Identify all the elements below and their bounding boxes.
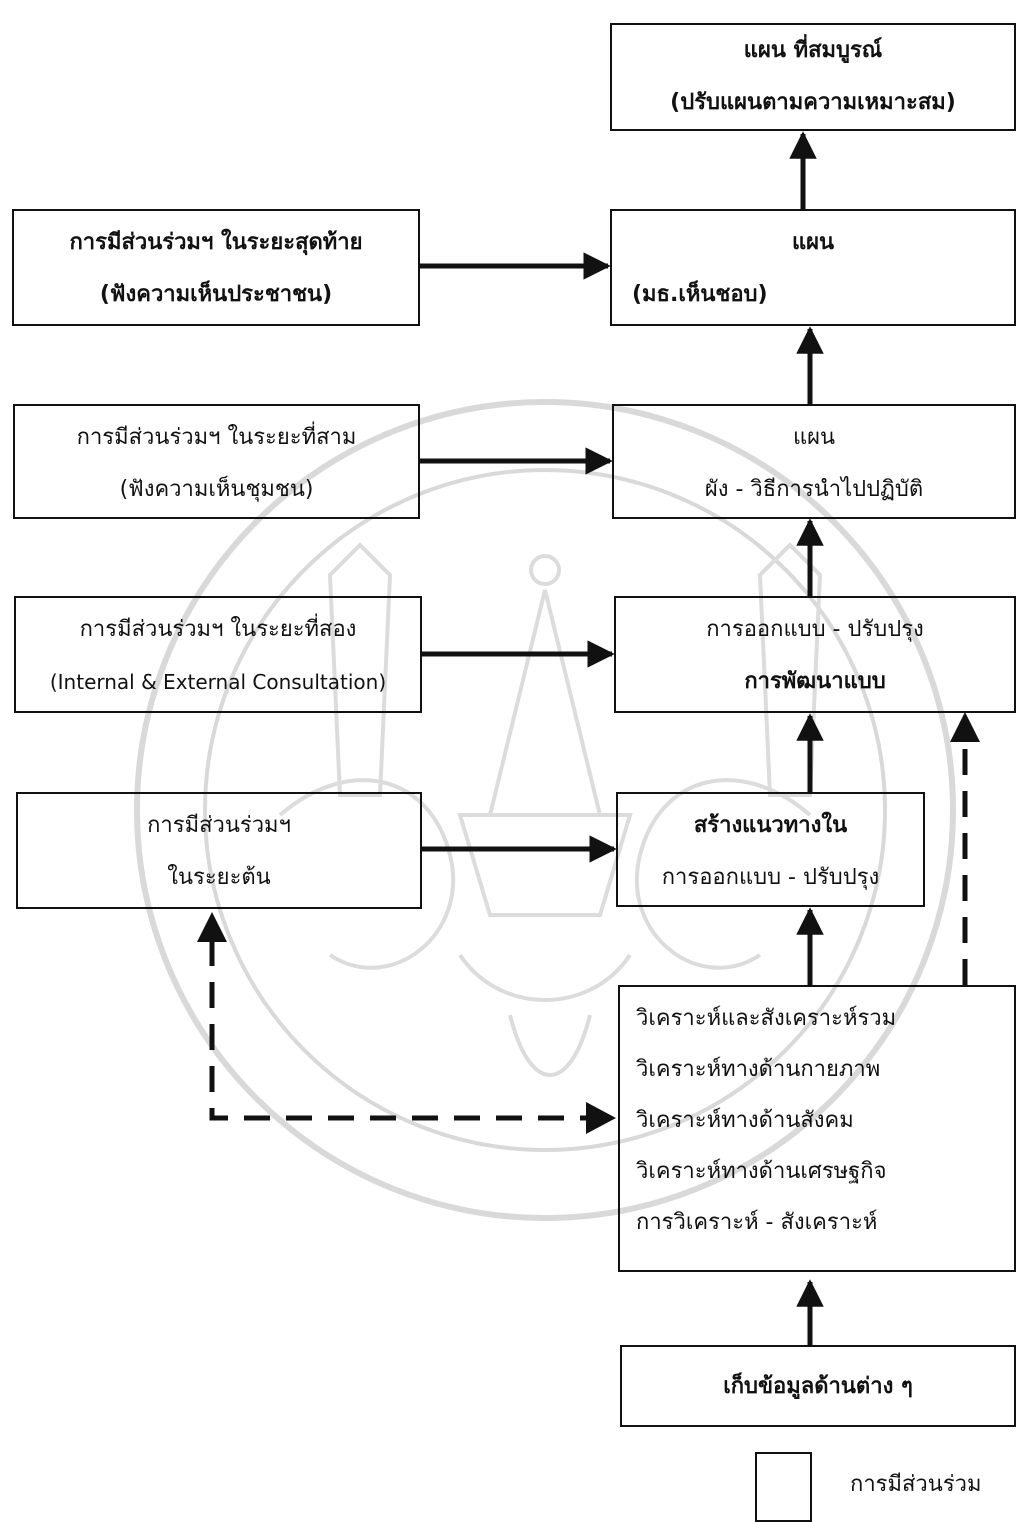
plan-approve-title: แผน [791,230,835,255]
participation-final-box: การมีส่วนร่วมฯ ในระยะสุดท้าย (ฟังความเห็… [12,209,420,326]
arrowhead-up-design [950,712,980,742]
participation-second-subtitle: (Internal & External Consultation) [49,670,387,694]
arrowhead-up-initial [197,912,227,942]
design-develop-box: การออกแบบ - ปรับปรุง การพัฒนาแบบ [614,596,1016,713]
participation-initial-title: การมีส่วนร่วมฯ [147,813,291,838]
arrowhead-right-analysis [586,1102,616,1134]
analysis-item: การวิเคราะห์ - สังเคราะห์ [636,1210,878,1235]
participation-third-subtitle: (ฟังความเห็นชุมชน) [119,477,314,502]
analysis-item: วิเคราะห์ทางด้านกายภาพ [636,1057,881,1082]
analysis-item: วิเคราะห์และสังเคราะห์รวม [636,1006,897,1031]
data-collection-box: เก็บข้อมูลด้านต่าง ๆ [620,1345,1016,1427]
participation-second-title: การมีส่วนร่วมฯ ในระยะที่สอง [79,617,357,642]
data-collection-label: เก็บข้อมูลด้านต่าง ๆ [723,1374,913,1399]
participation-second-box: การมีส่วนร่วมฯ ในระยะที่สอง (Internal & … [14,596,422,713]
plan-implementation-subtitle: ผัง - วิธีการนำไปปฏิบัติ [704,477,924,502]
analysis-item: วิเคราะห์ทางด้านสังคม [636,1108,854,1133]
participation-third-box: การมีส่วนร่วมฯ ในระยะที่สาม (ฟังความเห็น… [13,404,420,519]
guideline-subtitle: การออกแบบ - ปรับปรุง [661,865,880,890]
participation-third-title: การมีส่วนร่วมฯ ในระยะที่สาม [76,425,357,450]
design-develop-subtitle: การพัฒนาแบบ [744,669,886,694]
legend-label: การมีส่วนร่วม [850,1472,982,1497]
participation-initial-subtitle: ในระยะต้น [167,865,271,890]
guideline-box: สร้างแนวทางใน การออกแบบ - ปรับปรุง [616,792,925,907]
plan-implementation-title: แผน [792,425,836,450]
final-plan-title: แผน ที่สมบูรณ์ [743,38,883,63]
plan-implementation-box: แผน ผัง - วิธีการนำไปปฏิบัติ [612,404,1016,519]
participation-initial-box: การมีส่วนร่วมฯ ในระยะต้น [16,792,422,909]
plan-approve-subtitle: (มธ.เห็นชอบ) [632,282,768,307]
guideline-title: สร้างแนวทางใน [693,813,848,838]
final-plan-subtitle: (ปรับแผนตามความเหมาะสม) [670,90,956,115]
final-plan-box: แผน ที่สมบูรณ์ (ปรับแผนตามความเหมาะสม) [610,23,1016,131]
analysis-box: วิเคราะห์และสังเคราะห์รวม วิเคราะห์ทางด้… [618,985,1016,1272]
participation-final-title: การมีส่วนร่วมฯ ในระยะสุดท้าย [69,230,363,255]
legend-swatch [755,1452,812,1522]
design-develop-title: การออกแบบ - ปรับปรุง [706,617,924,642]
participation-final-subtitle: (ฟังความเห็นประชาชน) [99,282,333,307]
dashed-loop-initial [209,940,590,1121]
analysis-item: วิเคราะห์ทางด้านเศรษฐกิจ [636,1159,887,1184]
plan-approve-box: แผน (มธ.เห็นชอบ) [610,209,1016,326]
